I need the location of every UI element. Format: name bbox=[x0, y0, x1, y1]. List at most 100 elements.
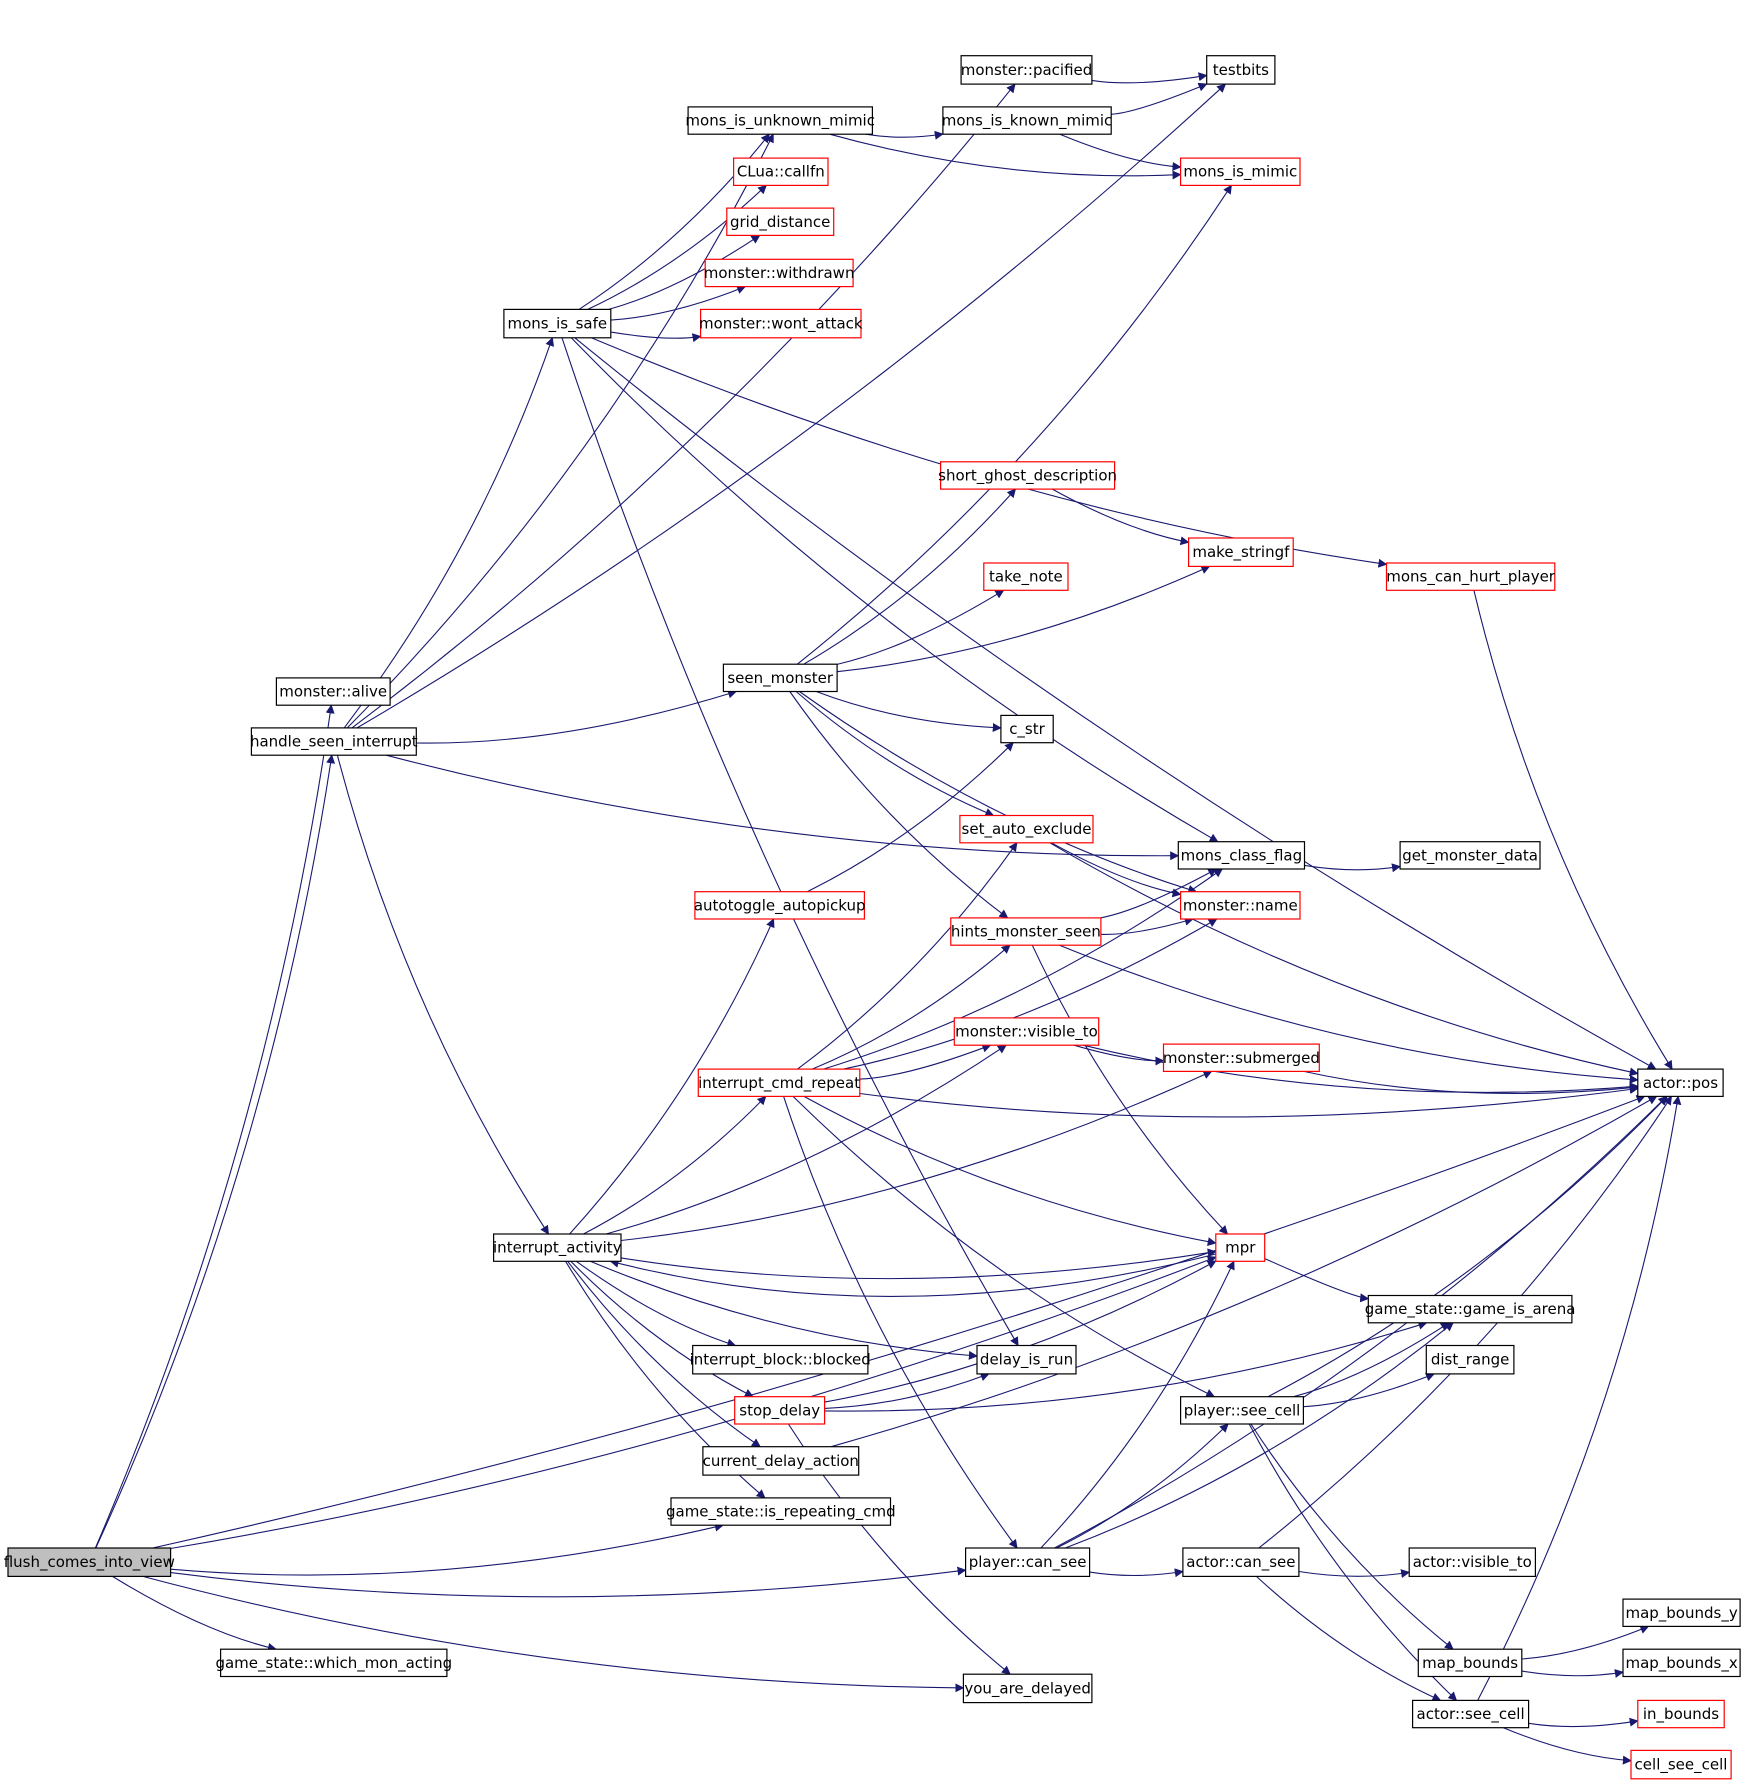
node-label: make_stringf bbox=[1192, 543, 1290, 562]
edge-known-to-testbits bbox=[1111, 82, 1208, 115]
node-mname[interactable]: monster::name bbox=[1179, 891, 1301, 920]
node-mapbounds[interactable]: map_bounds bbox=[1417, 1648, 1523, 1678]
node-box bbox=[699, 308, 862, 339]
node-repeating[interactable]: game_state::is_repeating_cmd bbox=[666, 1497, 896, 1526]
node-autoex[interactable]: set_auto_exclude bbox=[959, 814, 1094, 844]
edge-aseecell-to-inbounds bbox=[1528, 1717, 1639, 1728]
edge-classflag-to-getdata bbox=[1304, 863, 1401, 873]
node-known[interactable]: mons_is_known_mimic bbox=[942, 106, 1113, 135]
node-label: interrupt_cmd_repeat bbox=[698, 1074, 860, 1093]
node-label: seen_monster bbox=[727, 669, 833, 688]
node-label: current_delay_action bbox=[703, 1452, 859, 1471]
node-hints[interactable]: hints_monster_seen bbox=[950, 917, 1102, 946]
node-acansee[interactable]: actor::can_see bbox=[1182, 1547, 1300, 1577]
node-label: game_state::game_is_arena bbox=[1365, 1300, 1576, 1319]
node-cda[interactable]: current_delay_action bbox=[702, 1446, 860, 1476]
edge-icr-to-autoex bbox=[797, 842, 1018, 1070]
node-box bbox=[953, 1017, 1100, 1046]
edge-ia-to-cda bbox=[567, 1260, 761, 1448]
node-which[interactable]: game_state::which_mon_acting bbox=[215, 1648, 452, 1678]
edge-autoex-to-mname bbox=[1051, 842, 1182, 898]
node-note[interactable]: take_note bbox=[983, 562, 1069, 591]
node-handle[interactable]: handle_seen_interrupt bbox=[250, 727, 418, 756]
node-stringf[interactable]: make_stringf bbox=[1187, 537, 1294, 567]
node-seecell[interactable]: player::see_cell bbox=[1179, 1396, 1304, 1425]
node-distrange[interactable]: dist_range bbox=[1425, 1344, 1515, 1375]
node-withdrawn[interactable]: monster::withdrawn bbox=[704, 258, 855, 288]
node-label: handle_seen_interrupt bbox=[250, 733, 418, 752]
node-delayrun[interactable]: delay_is_run bbox=[976, 1344, 1077, 1375]
node-arena[interactable]: game_state::game_is_arena bbox=[1365, 1294, 1576, 1324]
node-avisible[interactable]: actor::visible_to bbox=[1408, 1547, 1536, 1577]
node-aseecell[interactable]: actor::see_cell bbox=[1411, 1699, 1530, 1729]
edge-mpr-to-ia bbox=[609, 1253, 1216, 1298]
node-cstr[interactable]: c_str bbox=[1000, 714, 1054, 744]
node-pcansee[interactable]: player::can_see bbox=[964, 1547, 1091, 1577]
edge-aseecell-to-pos bbox=[1477, 1095, 1682, 1701]
node-label: autotoggle_autopickup bbox=[694, 896, 866, 915]
node-box bbox=[503, 308, 612, 339]
node-flush[interactable]: flush_comes_into_view bbox=[4, 1547, 175, 1577]
edge-acansee-to-avisible bbox=[1298, 1569, 1411, 1579]
edge-flush-to-repeating bbox=[170, 1522, 724, 1576]
edge-seecell-to-pos bbox=[1267, 1095, 1668, 1398]
node-box bbox=[1187, 537, 1294, 567]
node-unknown[interactable]: mons_is_unknown_mimic bbox=[685, 106, 875, 135]
node-hurt[interactable]: mons_can_hurt_player bbox=[1385, 562, 1556, 591]
edge-autoex-to-pos bbox=[1049, 842, 1639, 1077]
node-label: interrupt_activity bbox=[493, 1239, 622, 1258]
node-box bbox=[1215, 1233, 1266, 1262]
node-callfn[interactable]: CLua::callfn bbox=[732, 157, 829, 187]
node-mpr[interactable]: mpr bbox=[1215, 1233, 1266, 1262]
node-label: monster::name bbox=[1183, 896, 1298, 914]
node-box bbox=[1622, 1598, 1741, 1627]
edge-acansee-to-aseecell bbox=[1256, 1575, 1442, 1702]
node-mimic[interactable]: mons_is_mimic bbox=[1179, 157, 1301, 187]
node-pacified[interactable]: monster::pacified bbox=[960, 55, 1093, 85]
node-seen[interactable]: seen_monster bbox=[722, 663, 838, 693]
node-getdata[interactable]: get_monster_data bbox=[1399, 841, 1541, 870]
node-label: testbits bbox=[1213, 61, 1269, 79]
node-safe[interactable]: mons_is_safe bbox=[503, 308, 612, 339]
node-alive[interactable]: monster::alive bbox=[275, 677, 391, 706]
node-blocked[interactable]: interrupt_block::blocked bbox=[690, 1344, 871, 1375]
edge-hints-to-mpr bbox=[1031, 944, 1229, 1235]
edge-icr-to-mname bbox=[843, 918, 1218, 1070]
node-label: monster::wont_attack bbox=[699, 315, 863, 334]
node-icr[interactable]: interrupt_cmd_repeat bbox=[697, 1068, 861, 1097]
node-stopdelay[interactable]: stop_delay bbox=[734, 1396, 826, 1425]
node-autotoggle[interactable]: autotoggle_autopickup bbox=[694, 891, 866, 920]
node-submerged[interactable]: monster::submerged bbox=[1163, 1043, 1320, 1072]
node-label: monster::withdrawn bbox=[704, 264, 855, 282]
node-box bbox=[1630, 1749, 1732, 1780]
node-mbx[interactable]: map_bounds_x bbox=[1622, 1648, 1741, 1678]
node-box bbox=[726, 207, 835, 237]
node-delayed[interactable]: you_are_delayed bbox=[962, 1673, 1093, 1704]
node-inbounds[interactable]: in_bounds bbox=[1637, 1699, 1725, 1729]
node-grid[interactable]: grid_distance bbox=[726, 207, 835, 237]
node-label: actor::can_see bbox=[1186, 1553, 1295, 1572]
node-visible[interactable]: monster::visible_to bbox=[953, 1017, 1100, 1046]
node-label: hints_monster_seen bbox=[951, 923, 1101, 942]
node-box bbox=[1367, 1294, 1573, 1324]
edge-pcansee-to-acansee bbox=[1089, 1568, 1184, 1578]
node-wont[interactable]: monster::wont_attack bbox=[699, 308, 863, 339]
node-testbits[interactable]: testbits bbox=[1206, 55, 1276, 85]
edge-seen-to-ghost bbox=[803, 488, 1017, 665]
node-mby[interactable]: map_bounds_y bbox=[1622, 1598, 1741, 1627]
edge-seen-to-mimic bbox=[796, 184, 1232, 665]
node-label: game_state::which_mon_acting bbox=[215, 1654, 452, 1673]
node-label: monster::submerged bbox=[1163, 1049, 1320, 1067]
node-ghost[interactable]: short_ghost_description bbox=[938, 461, 1117, 490]
edge-ia-to-stopdelay bbox=[570, 1260, 754, 1398]
edge-aseecell-to-cellsee bbox=[1503, 1727, 1632, 1765]
edge-seen-to-hints bbox=[789, 691, 1009, 919]
node-label: actor::pos bbox=[1643, 1074, 1718, 1092]
node-classflag[interactable]: mons_class_flag bbox=[1177, 841, 1306, 870]
edge-seen-to-note bbox=[836, 589, 1005, 665]
node-pos[interactable]: actor::pos bbox=[1637, 1068, 1724, 1097]
node-cellsee[interactable]: cell_see_cell bbox=[1630, 1749, 1732, 1780]
edge-safe-to-classflag bbox=[570, 337, 1219, 843]
node-ia[interactable]: interrupt_activity bbox=[493, 1233, 622, 1262]
node-label: CLua::callfn bbox=[737, 163, 825, 181]
